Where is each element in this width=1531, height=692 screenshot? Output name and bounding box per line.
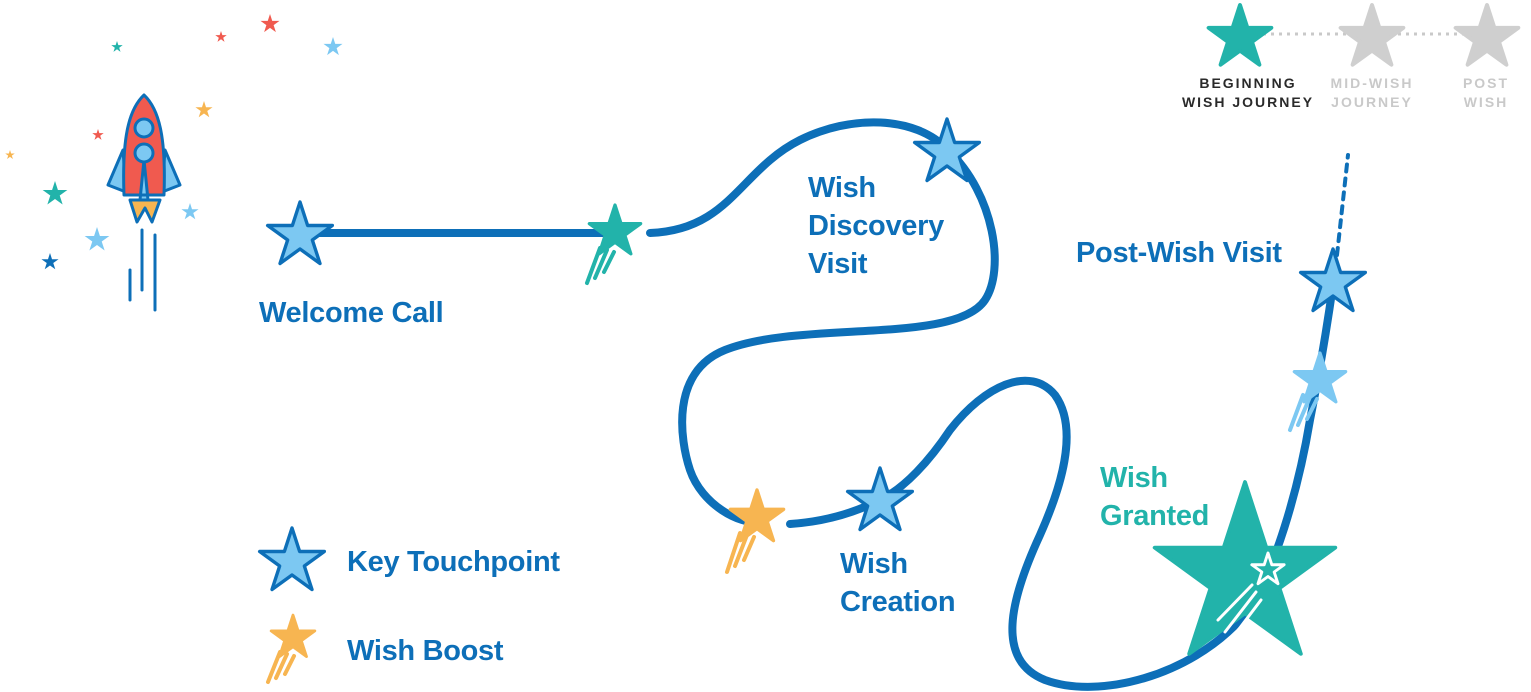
wish-discovery-visit-label: Wish Discovery Visit [808,172,944,280]
confetti-star-icon [323,37,343,56]
dotted-continuation [1335,153,1350,257]
confetti-star-icon [195,101,213,118]
confetti-star-icon [42,181,68,205]
legend-wish-boost-label: Wish Boost [347,635,504,667]
confetti-star-icon [111,41,123,52]
legend-boost-icon [268,615,315,684]
post-wish-visit-label: Post-Wish Visit [1076,237,1282,269]
wish-granted-label: Wish Granted [1100,462,1210,532]
confetti-star-icon [215,31,227,42]
journey-path [296,118,1337,691]
confetti-star-icon [84,227,110,251]
stage-star-post-icon [1456,5,1519,65]
big-star-icon [1155,482,1336,654]
wish-creation-star-icon [848,468,913,530]
confetti-star-icon [92,129,104,140]
confetti-star-icon [5,150,15,160]
confetti-star-icon [41,253,59,270]
stage-label-beginning: BEGINNING WISH JOURNEY [1181,75,1315,110]
boost-light-blue-icon [1290,353,1346,432]
stage-label-mid: MID-WISH JOURNEY [1330,75,1414,110]
rocket-icon [106,93,182,312]
legend-key-touchpoint-star-icon [260,528,325,590]
legend-key-touchpoint-label: Key Touchpoint [347,546,560,578]
confetti-star-icon [260,14,280,33]
stage-indicator [1209,5,1519,65]
stage-star-beginning-icon [1209,5,1272,65]
stage-star-mid-icon [1341,5,1404,65]
confetti-star-icon [181,203,199,220]
welcome-call-star-icon [268,202,333,264]
boost-teal-icon [587,205,641,285]
boost-orange-icon [727,490,784,574]
stage-label-post: POST WISH [1462,75,1510,110]
wish-creation-label: Wish Creation [840,548,956,618]
welcome-call-label: Welcome Call [259,297,444,329]
